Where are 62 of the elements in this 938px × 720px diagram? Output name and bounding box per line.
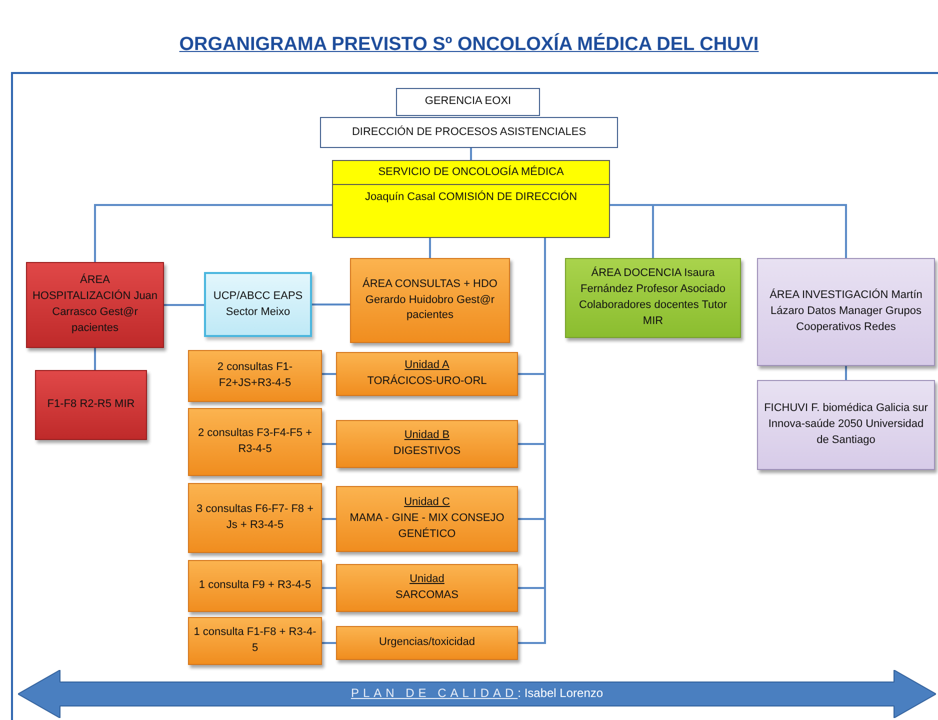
label-text: 2 consultas F3-F4-F5 + R3-4-5 [196,426,314,457]
label-text: MAMA - GINE - MIX CONSEJO GENÉTICO [348,511,506,542]
label-text: F1-F8 R2-R5 MIR [46,397,136,412]
label-text: FICHUVI F. biomédica Galicia sur Innova-saúde 2050 Universidad de Santiago [763,401,929,448]
diagram-title: ORGANIGRAMA PREVISTO Sº ONCOLOXÍA MÉDICA DEL CHUVI [178,34,760,56]
unit-box [204,272,312,337]
connector-line [470,148,472,160]
label-text: 2 consultas F1-F2+JS+R3-4-5 [216,360,294,391]
unit-box [336,626,518,660]
connector-line [429,238,431,258]
connector-line [845,366,847,380]
connector-line [322,642,336,644]
connector-line [312,304,350,306]
label-text: ÁREA CONSULTAS + HDO Gerardo Huidobro Gest@r pacientes [362,276,498,324]
double-arrow-banner [18,670,936,718]
area-box [350,258,510,343]
label-text: Unidad A [404,358,450,374]
connector-line [322,518,336,520]
label-text: GERENCIA EOXI [424,94,512,110]
consult-box [188,483,322,553]
label-text: Joaquín Casal COMISIÓN DE DIRECCIÓN [364,190,578,205]
label-text: DIGESTIVOS [392,444,462,459]
label-text: ÁREA INVESTIGACIÓN Martín Lázaro Datos Manager Grupos Cooperativos Redes [768,288,924,335]
label-text: 1 consulta F1-F8 + R3-4-5 [192,625,318,656]
label-text: 1 consulta F9 + R3-4-5 [198,578,312,594]
label-text: ÁREA DOCENCIA Isaura Fernández Profesor Asociado Colaboradores docentes Tutor MIR [578,266,728,329]
foundation-box [757,380,935,470]
consult-box [188,350,322,402]
header-box [320,117,618,148]
consult-box [188,617,322,665]
unit-box [336,420,518,468]
label-text: ÁREA HOSPITALIZACIÓN Juan Carrasco Gest@r pacientes [31,273,159,336]
label-text: DIRECCIÓN DE PROCESOS ASISTENCIALES [350,124,588,140]
unit-box [336,486,518,552]
consult-box [188,408,322,476]
staff-box [35,370,147,440]
connector-line [164,304,204,306]
unit-box [336,352,518,396]
area-box [757,258,935,366]
connector-line [94,204,332,262]
label-text: TORÁCICOS-URO-ORL [366,374,488,389]
area-box [565,258,741,338]
service-box [332,160,610,238]
label-text: SARCOMAS [394,588,460,603]
label-text: Unidad [408,572,446,588]
unit-box [336,564,518,612]
label-text: SERVICIO DE ONCOLOGÍA MÉDICA [333,161,609,185]
connector-line [94,348,96,370]
connector-line [322,587,336,589]
label-text: : Isabel Lorenzo [518,685,604,702]
area-box [26,262,164,348]
connector-line [610,204,847,258]
consult-box [188,560,322,612]
header-box [396,88,540,116]
label-text: Unidad B [403,428,451,444]
label-text: PLAN DE CALIDAD [350,685,518,702]
connector-line [322,443,336,445]
label-text: UCP/ABCC EAPS Sector Meixo [212,288,304,320]
label-text: Urgencias/toxicidad [378,635,476,650]
connector-line [322,373,336,375]
label-text: Unidad C [403,495,451,510]
label-text: 3 consultas F6-F7- F8 + Js + R3-4-5 [195,502,315,533]
